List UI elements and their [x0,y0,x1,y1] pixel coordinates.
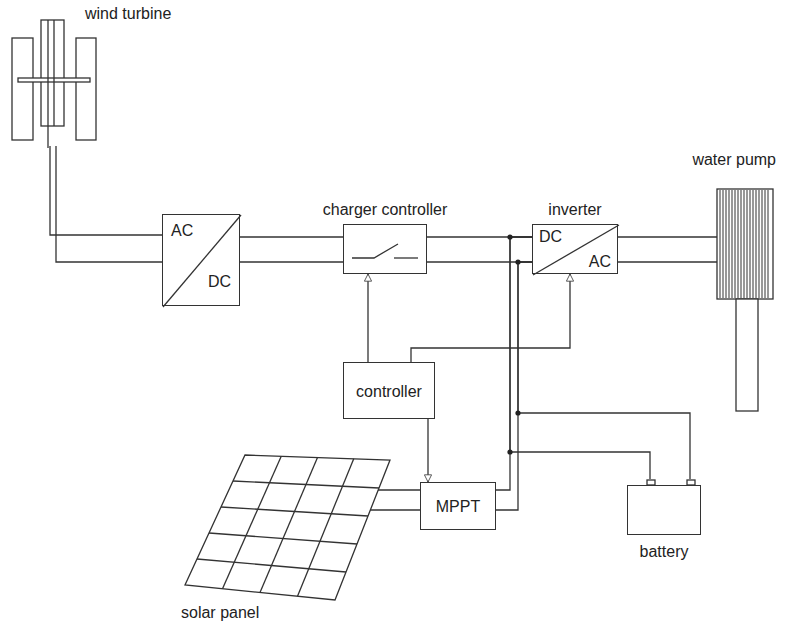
mppt-box: MPPT [420,482,496,530]
control-arrow [411,274,570,362]
switch-picture [344,225,428,275]
node-label: inverter [548,200,601,219]
pump-rib [755,190,756,298]
node-label: controller [356,381,422,400]
node-label: solar panel [181,603,259,622]
node-label: water pump [692,150,776,169]
wire-pair [240,237,343,262]
pump-rib [728,190,729,298]
wire-pair [50,146,162,262]
node-label: battery [640,542,689,561]
wire [618,236,718,237]
junction-dot [515,259,520,264]
charger-controller-box: charger controller [343,224,427,274]
pump-rib [746,190,747,298]
pump-rib [725,190,726,298]
pump-rib [731,190,732,298]
pump-rib [761,190,762,298]
panel-picture [185,455,400,603]
pump-rib [737,190,738,298]
wind-turbine: wind turbine [12,26,102,148]
pump-rib [764,190,765,298]
wire [618,261,718,262]
wire-pair [618,237,718,262]
wire-pair [496,237,532,510]
water-pump: water pump [716,188,778,413]
node-label: wind turbine [85,4,171,23]
rectifier-box: AC DC [162,214,240,306]
pump-rib [722,190,723,298]
junction-dot [507,234,512,239]
wire [411,274,570,362]
pump-rib [767,190,768,298]
control-arrow [368,274,369,362]
pump-rib [743,190,744,298]
junction-dot [515,410,520,415]
wire [518,262,690,479]
inverter-box: inverterDCAC [532,224,618,274]
node-label: charger controller [323,200,448,219]
wire [240,236,343,237]
wire [50,146,162,235]
pump-rib [740,190,741,298]
wire [240,261,343,262]
wire [496,262,532,510]
node-label: DC [539,227,562,246]
battery: battery [627,485,701,535]
turbine-picture [12,26,102,148]
controller-box: controller [343,362,435,419]
wire [367,274,368,362]
pump-rib [719,190,720,298]
node-label: DC [208,272,231,291]
battery-picture [628,486,702,536]
wire [56,146,162,262]
solar-panel: solar panel [185,455,400,603]
node-label: AC [171,221,193,240]
node-label: AC [589,252,611,271]
control-arrow [428,419,429,482]
pump-rib [734,190,735,298]
wire-pair [427,237,532,262]
wire [427,419,428,482]
junction-dot [507,449,512,454]
node-label: MPPT [436,497,480,516]
pump-rib [758,190,759,298]
pump-rib [752,190,753,298]
pump-rib [749,190,750,298]
pump-picture [716,188,778,413]
